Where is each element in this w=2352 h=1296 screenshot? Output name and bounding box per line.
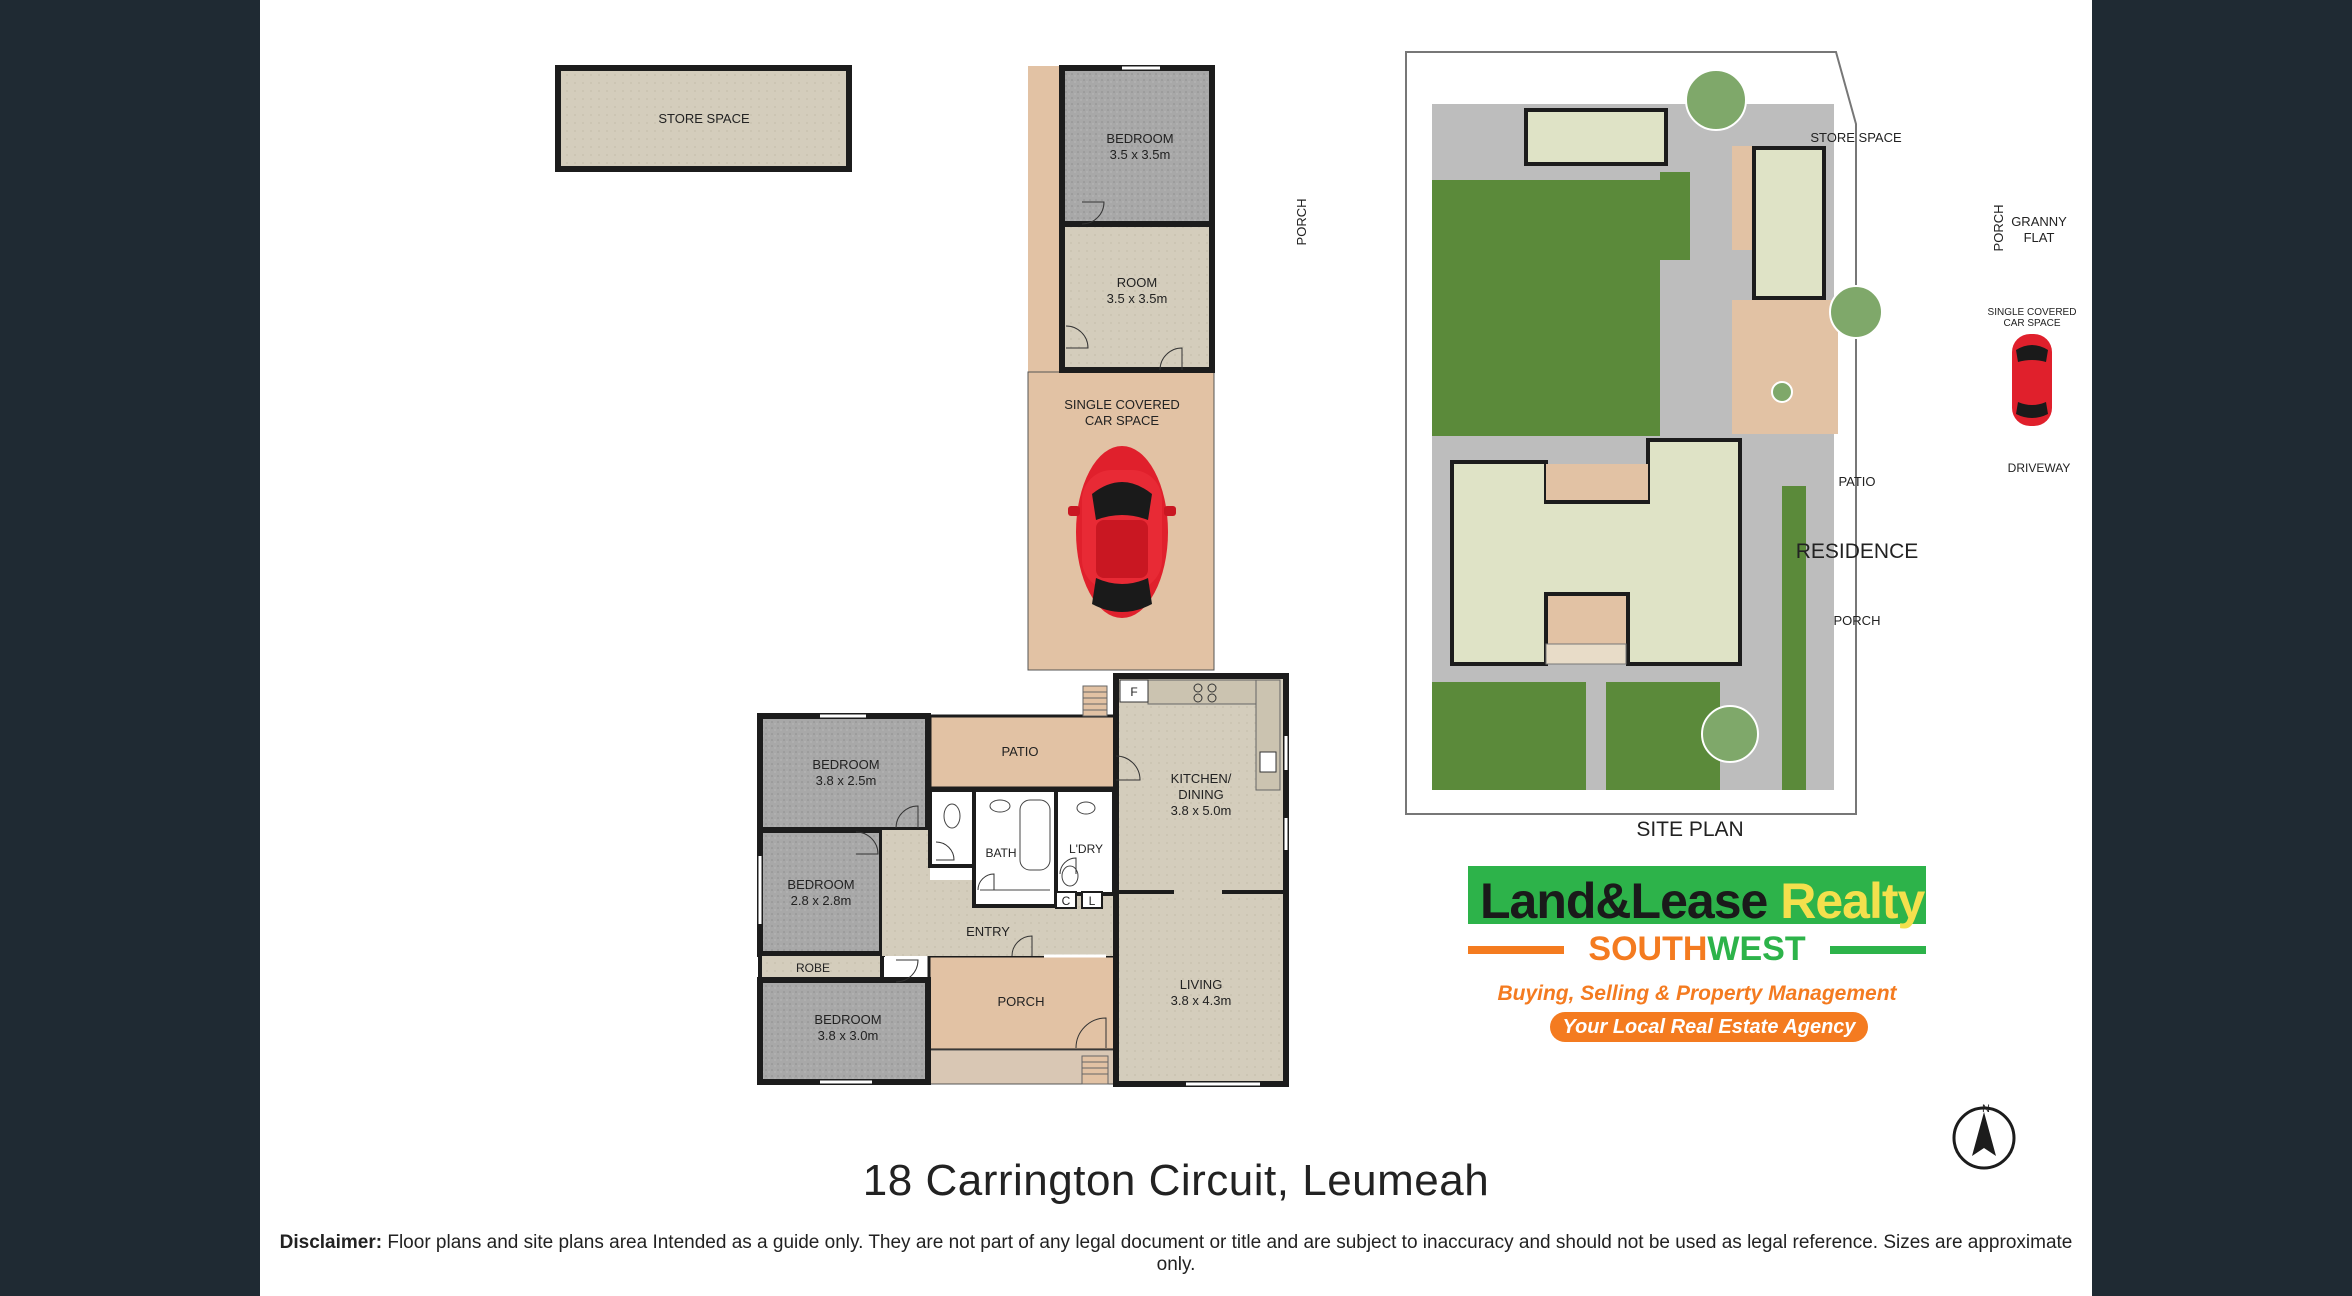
granny-room-label: ROOM: [1117, 275, 1157, 290]
site-lawn-front-left: [1432, 682, 1586, 790]
logo-west: WEST: [1707, 930, 1806, 968]
disclaimer-text: Floor plans and site plans area Intended…: [387, 1232, 2073, 1275]
granny-bedroom-label: BEDROOM: [1106, 131, 1173, 146]
site-porch-side-label: PORCH: [1991, 205, 2006, 252]
north-compass-icon: N: [1952, 1103, 2016, 1170]
living-label: LIVING: [1180, 977, 1223, 992]
bedroom3-size: 3.8 x 3.0m: [818, 1028, 879, 1043]
logo-name-part1: Land&Lease: [1480, 873, 1768, 929]
linen-label: L: [1089, 894, 1096, 908]
site-residence-label: RESIDENCE: [1796, 540, 1919, 563]
site-carport-label-2: CAR SPACE: [2003, 318, 2060, 329]
logo-tagline: Buying, Selling & Property Management: [1497, 982, 1897, 1005]
granny-porch-area: [1028, 66, 1060, 372]
compass-letter: N: [1982, 1103, 1990, 1115]
bath-label: BATH: [985, 846, 1016, 860]
kitchen-label-2: DINING: [1178, 787, 1224, 802]
granny-room-room: [1059, 221, 1215, 373]
property-address: 18 Carrington Circuit, Leumeah: [862, 1156, 1490, 1205]
site-granny-label-1: GRANNY: [2011, 214, 2067, 229]
disclaimer-label: Disclaimer:: [279, 1232, 383, 1253]
bedroom1-size: 3.8 x 2.5m: [816, 773, 877, 788]
site-granny-flat: [1752, 146, 1826, 300]
granny-room-size: 3.5 x 3.5m: [1107, 291, 1168, 306]
site-porch-area: [1732, 146, 1754, 250]
site-tree-3: [1771, 381, 1793, 403]
site-porch: [1548, 596, 1626, 644]
linen-room: [1081, 891, 1103, 909]
site-tree-2: [1829, 285, 1883, 339]
logo-divider-left: [1468, 946, 1564, 954]
site-carport-area: [1732, 300, 1838, 434]
agency-logo: Land&Lease Realty SOUTHWEST Buying, Sell…: [1468, 864, 1930, 1044]
fridge-box: [1119, 679, 1149, 703]
bedroom2-room: [757, 827, 885, 957]
granny-porch-label: PORCH: [1294, 199, 1309, 246]
site-lawn-rear: [1432, 172, 1690, 436]
car-icon: [1068, 446, 1176, 618]
laundry-label: L'DRY: [1069, 842, 1103, 856]
site-driveway-label: DRIVEWAY: [2008, 461, 2071, 475]
logo-name: Land&Lease Realty: [1480, 872, 1925, 930]
bedroom1-label: BEDROOM: [812, 757, 879, 772]
store-space-label: STORE SPACE: [658, 111, 750, 126]
site-plan: [1405, 51, 2052, 815]
granny-bedroom-size: 3.5 x 3.5m: [1110, 147, 1171, 162]
site-lawn-strip: [1782, 486, 1806, 790]
residence-floorplan: BEDROOM 3.8 x 2.5m BEDROOM 2.8 x 2.8m RO…: [757, 673, 1289, 1087]
site-tree-1: [1685, 69, 1747, 131]
bedroom2-size: 2.8 x 2.8m: [791, 893, 852, 908]
logo-pill: Your Local Real Estate Agency: [1550, 1012, 1868, 1042]
carport-label-1: SINGLE COVERED: [1064, 397, 1180, 412]
bedroom2-label: BEDROOM: [787, 877, 854, 892]
living-size: 3.8 x 4.3m: [1171, 993, 1232, 1008]
porch-label: PORCH: [998, 994, 1045, 1009]
cupboard-room: [1055, 891, 1077, 909]
carport-label-2: CAR SPACE: [1085, 413, 1159, 428]
logo-name-part2: Realty: [1767, 873, 1925, 929]
site-patio-label: PATIO: [1838, 474, 1875, 489]
site-plan-title: SITE PLAN: [1636, 818, 1744, 841]
site-granny-label-2: FLAT: [2024, 230, 2055, 245]
granny-bedroom-room: [1059, 65, 1215, 227]
site-store-space-label: STORE SPACE: [1810, 130, 1902, 145]
disclaimer: Disclaimer: Floor plans and site plans a…: [260, 1232, 2092, 1276]
site-tree-4: [1701, 705, 1759, 763]
bedroom3-room: [757, 977, 931, 1085]
patio-label: PATIO: [1001, 744, 1038, 759]
site-store-space: [1524, 108, 1668, 166]
robe-room: [758, 952, 884, 982]
entry-label: ENTRY: [966, 924, 1010, 939]
logo-divider-right: [1830, 946, 1926, 954]
floorplan-sheet: STORE SPACE BEDROOM 3.5 x 3.5m ROOM 3.5 …: [260, 0, 2092, 1296]
cupboard-label: C: [1062, 894, 1071, 908]
bedroom3-label: BEDROOM: [814, 1012, 881, 1027]
logo-banner: Land&Lease Realty: [1468, 866, 1926, 929]
floorplan-drawing: STORE SPACE BEDROOM 3.5 x 3.5m ROOM 3.5 …: [555, 51, 2077, 1170]
site-carport-label-1: SINGLE COVERED: [1988, 307, 2077, 318]
logo-southwest: SOUTHWEST: [1564, 930, 1830, 969]
logo-south: SOUTH: [1588, 930, 1708, 968]
site-lawn-front-right: [1606, 682, 1720, 790]
robe-label: ROBE: [796, 961, 830, 975]
site-car-icon: [2012, 334, 2052, 426]
kitchen-size: 3.8 x 5.0m: [1171, 803, 1232, 818]
site-patio: [1546, 464, 1648, 500]
kitchen-label-1: KITCHEN/: [1171, 771, 1232, 786]
fridge-label: F: [1130, 685, 1137, 699]
store-space-room: STORE SPACE: [555, 65, 852, 172]
granny-flat: BEDROOM 3.5 x 3.5m ROOM 3.5 x 3.5m PORCH…: [1027, 65, 1309, 671]
site-porch-label: PORCH: [1834, 613, 1881, 628]
